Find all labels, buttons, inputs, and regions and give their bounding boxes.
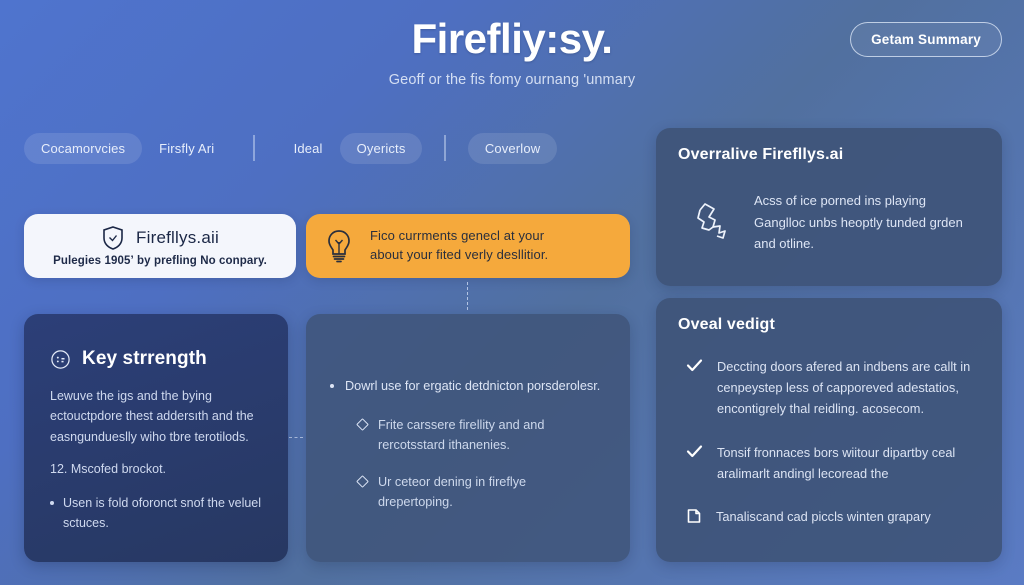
details-sub-item: Frite carssere firellity and and rercots… xyxy=(356,415,604,456)
verdict-item-text: Tanaliscand cad piccls winten grapary xyxy=(716,509,931,525)
verdict-list-item: Deccting doors afered an indbens are cal… xyxy=(678,356,980,420)
details-bullet-text: Dowrl use for ergatic detdnicton porsder… xyxy=(345,379,601,393)
brand-info-subtitle: Pulegies 1905ʼ by prefling No conpary. xyxy=(53,255,267,267)
shield-icon xyxy=(101,225,125,251)
overview-card-body: Acss of ice porned ins playing Ganglloc … xyxy=(678,190,980,255)
brand-info-card[interactable]: Firefllys.aii Pulegies 1905ʼ by prefling… xyxy=(24,214,296,278)
overview-card-title: Overralive Firefllys.ai xyxy=(678,146,844,163)
diamond-marker-icon xyxy=(356,417,369,431)
squiggle-arrow-icon xyxy=(692,200,732,244)
details-sub-text: Frite carssere firellity and and rercots… xyxy=(378,417,545,453)
tab-cocamorvcies[interactable]: Cocamorvcies xyxy=(24,132,143,164)
lightbulb-icon xyxy=(324,228,354,264)
details-sub-text: Ur ceteor dening in fireflye drepertopin… xyxy=(378,474,527,510)
check-icon xyxy=(686,358,703,420)
tip-card[interactable]: Fico currments genecl at your about your… xyxy=(306,214,630,278)
brand-info-title: Firefllys.aii xyxy=(136,228,219,247)
connector-horizontal-dashed xyxy=(289,437,303,438)
key-strength-bullet-text: Usen is fold oforonct snof the veluel sc… xyxy=(63,495,262,530)
check-icon xyxy=(686,444,703,484)
verdict-list-item: Tanaliscand cad piccls winten grapary xyxy=(678,506,980,527)
page-title: Firefliy:sy. xyxy=(411,15,613,62)
key-strength-header: Key strrength xyxy=(50,348,266,370)
circle-dots-icon xyxy=(50,349,71,370)
overview-card-text: Acss of ice porned ins playing Ganglloc … xyxy=(754,193,963,252)
tip-line-1: Fico currments genecl at your xyxy=(370,228,545,244)
details-card[interactable]: Dowrl use for ergatic detdnicton porsder… xyxy=(306,314,630,562)
verdict-list-item: Tonsif fronnaces bors wiitour dipartby c… xyxy=(678,442,980,484)
tab-ideal[interactable]: Ideal xyxy=(293,140,323,156)
tip-line-2: about your fited verly desllitior. xyxy=(370,247,549,262)
verdict-item-text: Tonsif fronnaces bors wiitour dipartby c… xyxy=(717,444,956,481)
tab-divider-left xyxy=(253,135,255,161)
tab-oyericts[interactable]: Oyericts xyxy=(339,132,423,164)
overview-card[interactable]: Overralive Firefllys.ai Acss of ice porn… xyxy=(656,128,1002,286)
get-summary-button[interactable]: Getam Summary xyxy=(850,22,1002,57)
key-strength-paragraph: Lewuve the igs and the bying ectouctpdor… xyxy=(50,389,254,444)
diamond-marker-icon xyxy=(356,474,369,488)
key-strength-title: Key strrength xyxy=(82,348,207,369)
brand-info-row: Firefllys.aii xyxy=(101,225,219,251)
connector-vertical-dashed xyxy=(467,282,468,310)
key-strength-card[interactable]: Key strrength Lewuve the igs and the byi… xyxy=(24,314,288,562)
key-strength-bullet-item: Usen is fold oforonct snof the veluel sc… xyxy=(50,493,266,533)
tab-coverlow[interactable]: Coverlow xyxy=(467,132,558,164)
tip-card-text: Fico currments genecl at your about your… xyxy=(370,227,548,265)
verdict-item-text: Deccting doors afered an indbens are cal… xyxy=(717,359,971,417)
page-subtitle: Geoff or the fis fomy ournang 'unmary xyxy=(388,72,636,89)
page-header: Firefliy:sy. Geoff or the fis fomy ourna… xyxy=(0,15,1024,89)
bookmark-icon xyxy=(686,508,702,527)
tab-divider-right xyxy=(444,135,446,161)
details-bullet-item: Dowrl use for ergatic detdnicton porsder… xyxy=(330,376,604,397)
bullet-dot-icon xyxy=(330,384,334,388)
details-sub-item: Ur ceteor dening in fireflye drepertopin… xyxy=(356,472,604,513)
tab-bar: Cocamorvcies Firsfly Ari Ideal Oyericts … xyxy=(24,131,624,165)
key-strength-numbered-item: 12. Mscofed brockot. xyxy=(50,461,167,476)
bullet-dot-icon xyxy=(50,500,54,505)
verdict-card-title: Oveal vedigt xyxy=(678,316,775,333)
verdict-card[interactable]: Oveal vedigt Deccting doors afered an in… xyxy=(656,298,1002,562)
tab-firsfly-ari[interactable]: Firsfly Ari xyxy=(159,140,215,156)
